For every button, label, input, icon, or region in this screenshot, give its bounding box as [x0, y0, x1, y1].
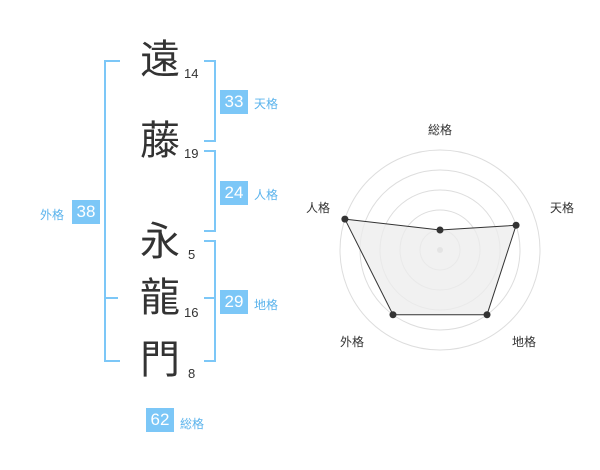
gaikaku-divider — [104, 297, 118, 299]
jinkaku-badge: 24 — [220, 181, 248, 205]
radar-axis-label-jinkaku: 人格 — [306, 200, 330, 215]
soukaku-label: 総格 — [180, 417, 205, 431]
gaikaku-badge: 38 — [72, 200, 100, 224]
radar-axis-label-gaikaku: 外格 — [340, 334, 364, 349]
kanji-2: 藤 — [140, 118, 180, 164]
kanji-4: 龍 — [140, 275, 180, 321]
jinkaku-bracket — [204, 150, 216, 232]
chikaku-label: 地格 — [254, 298, 279, 312]
tenkaku-badge: 33 — [220, 90, 248, 114]
radar-point-1 — [512, 221, 520, 229]
stroke-count-1: 14 — [184, 66, 199, 81]
radar-point-3 — [389, 311, 397, 319]
radar-axis-label-tenkaku: 天格 — [550, 200, 574, 215]
radar-axis-label-chikaku: 地格 — [512, 334, 536, 349]
radar-point-0 — [436, 226, 444, 234]
tenkaku-bracket — [204, 60, 216, 142]
stroke-count-2: 19 — [184, 146, 199, 161]
stroke-count-3: 5 — [188, 247, 196, 262]
gaikaku-bracket — [104, 60, 120, 362]
radar-points — [341, 215, 520, 319]
chikaku-badge: 29 — [220, 290, 248, 314]
radar-point-4 — [341, 215, 349, 223]
radar-point-2 — [483, 311, 491, 319]
radar-grid-ring — [339, 149, 541, 351]
jinkaku-label: 人格 — [254, 188, 279, 202]
radar-area — [344, 218, 517, 316]
chikaku-bracket — [204, 240, 216, 362]
chikaku-mid-tick — [204, 297, 214, 299]
soukaku-badge: 62 — [146, 408, 174, 432]
gaikaku-label: 外格 — [40, 208, 65, 222]
kanji-3: 永 — [140, 219, 180, 265]
tenkaku-label: 天格 — [254, 97, 279, 111]
stroke-count-4: 16 — [184, 305, 199, 320]
stroke-count-5: 8 — [188, 366, 196, 381]
kanji-5: 門 — [140, 337, 180, 383]
kanji-1: 遠 — [140, 37, 180, 83]
radar-axis-label-soukaku: 総格 — [428, 122, 452, 137]
